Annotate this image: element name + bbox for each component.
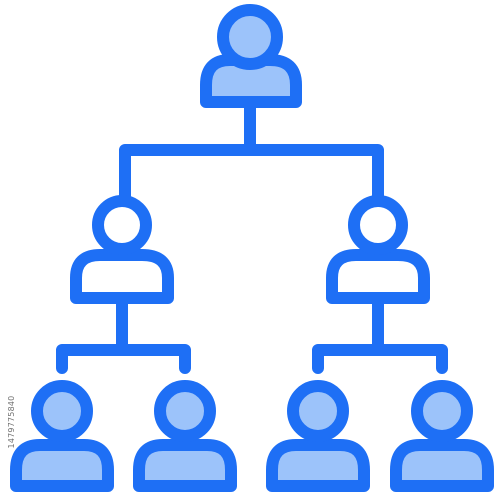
person-body (10, 439, 114, 492)
person-level3-left-outer-icon (10, 380, 114, 492)
stock-image-id: 1479775840 (7, 395, 16, 449)
person-body (266, 439, 370, 492)
person-level3-right-inner-icon (266, 380, 370, 492)
person-body (70, 249, 174, 304)
person-level2-left-icon (70, 195, 174, 304)
person-head (411, 380, 473, 442)
person-level2-right-icon (326, 195, 430, 304)
person-level3-left-inner-icon (133, 380, 237, 492)
connector-top-to-level2 (119, 102, 384, 211)
person-top-icon (200, 4, 302, 108)
connector-right-to-level3 (312, 292, 448, 374)
person-head (348, 195, 408, 255)
person-head (92, 195, 152, 255)
hierarchy-connectors (56, 102, 448, 374)
person-body (390, 439, 494, 492)
person-head (31, 380, 93, 442)
person-level3-right-outer-icon (390, 380, 494, 492)
person-head (287, 380, 349, 442)
person-head (217, 4, 283, 70)
connector-left-to-level3 (56, 292, 191, 374)
person-body (326, 249, 430, 304)
person-body (133, 439, 237, 492)
person-head (154, 380, 216, 442)
